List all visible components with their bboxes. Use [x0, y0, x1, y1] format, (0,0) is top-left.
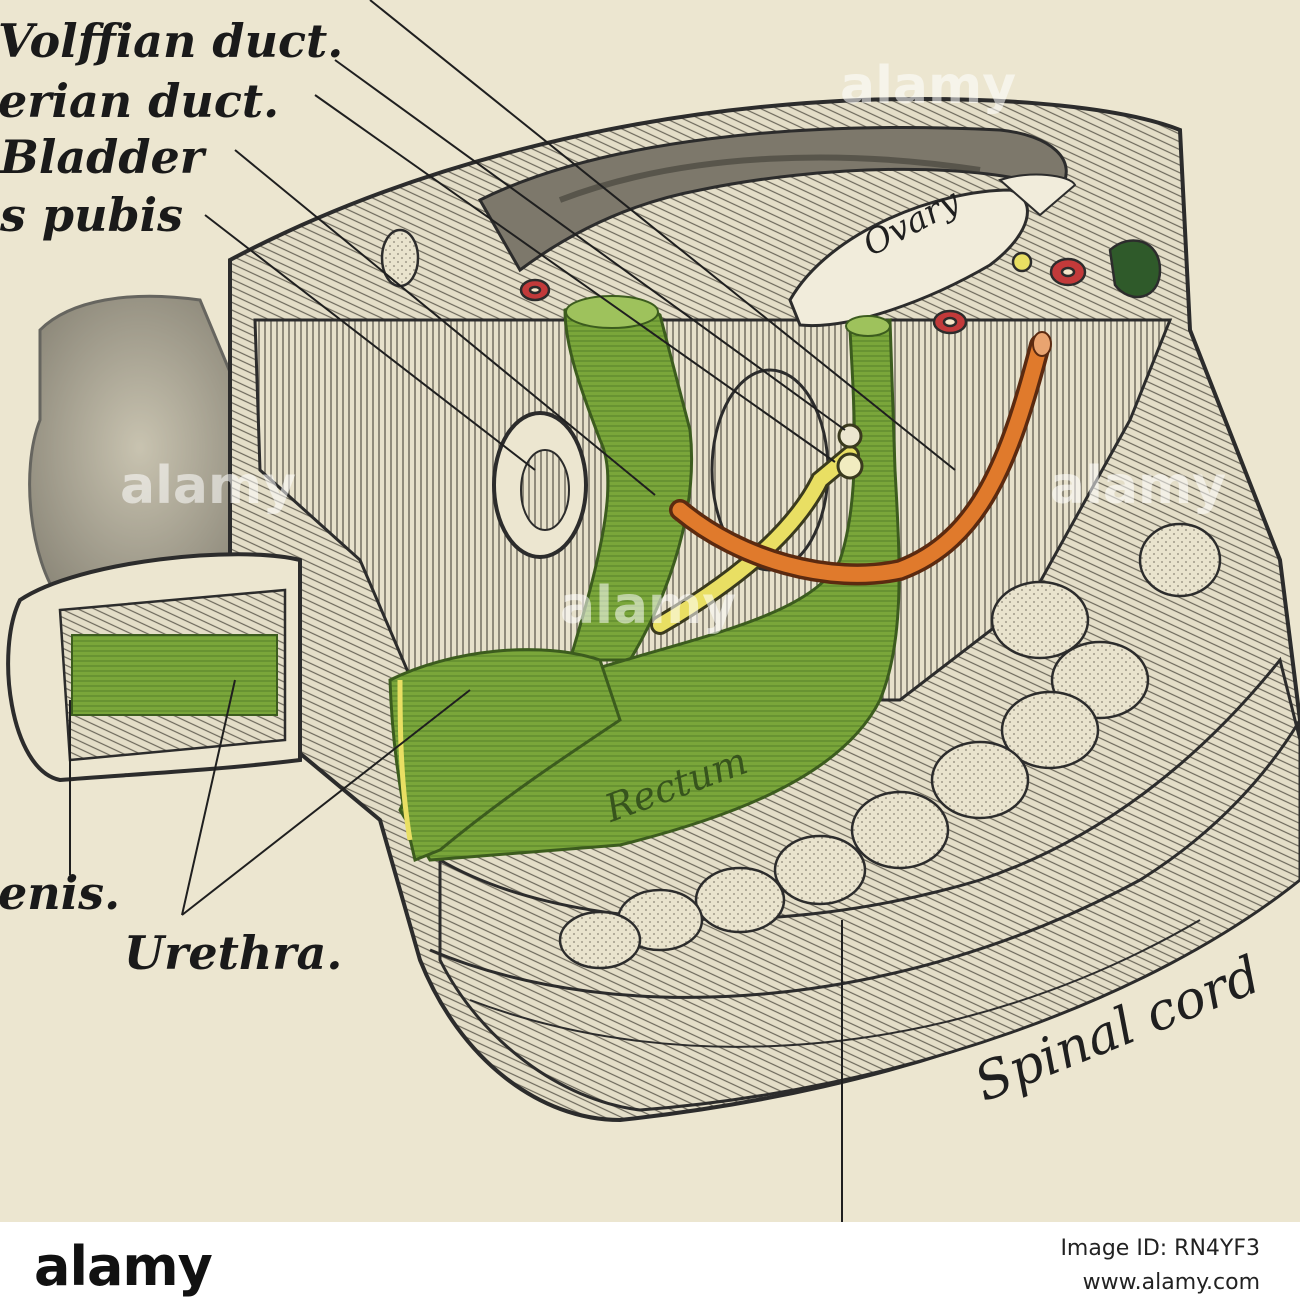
urethra-green — [71, 634, 278, 716]
blood-vessels — [519, 239, 1162, 335]
footer-bar: alamy Image ID: RN4YF3 www.alamy.com — [0, 1222, 1300, 1312]
brand-logo: alamy — [34, 1235, 213, 1298]
label-penis: enis. — [0, 866, 121, 920]
anatomy-figure: alamy alamy alamy alamy Ovary Rectum Vol… — [0, 0, 1300, 1222]
anatomy-drawing — [6, 0, 1300, 1222]
watermark-3: alamy — [560, 576, 737, 636]
label-mullerian-duct: erian duct. — [0, 74, 280, 128]
image-id: Image ID: RN4YF3 — [1060, 1236, 1260, 1261]
watermark-1: alamy — [840, 56, 1017, 116]
label-bladder: Bladder — [0, 130, 204, 184]
spinal-canal-line — [429, 719, 1300, 999]
site-url: www.alamy.com — [1082, 1270, 1260, 1295]
watermark-2: alamy — [120, 456, 297, 516]
vertebrae — [558, 522, 1222, 970]
label-os-pubis: s pubis — [0, 188, 184, 242]
leader-lines — [69, 0, 956, 1222]
watermark-4: alamy — [1050, 456, 1227, 516]
label-urethra: Urethra. — [124, 926, 343, 980]
ovary-shape — [788, 188, 1029, 328]
label-wolffian-duct: Volffian duct. — [0, 14, 344, 68]
cloaca — [388, 648, 622, 863]
